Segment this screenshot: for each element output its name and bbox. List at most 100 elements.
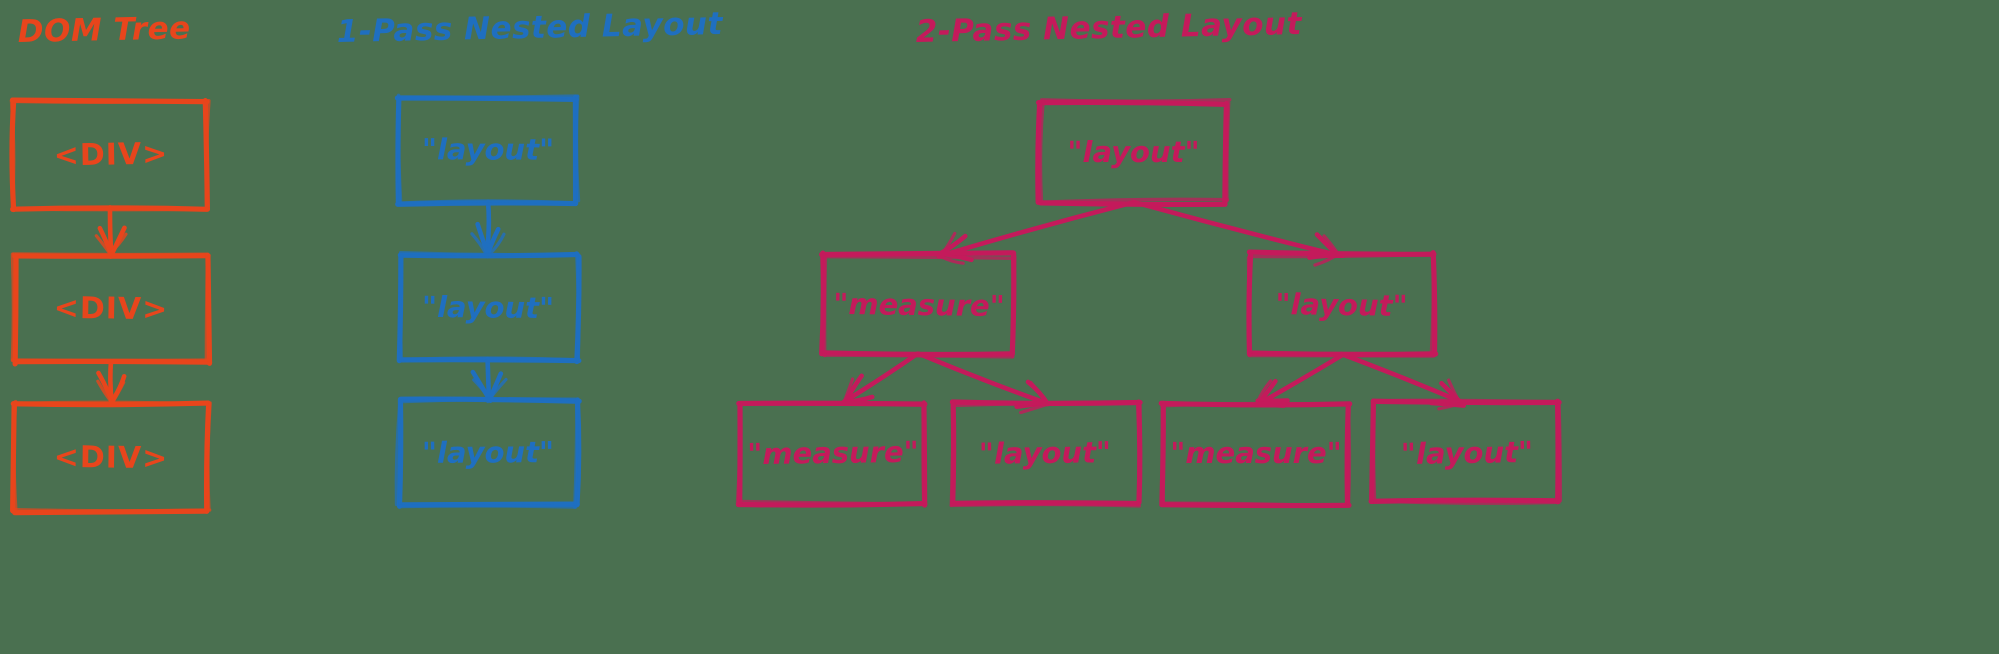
box-stroke: [949, 502, 1142, 508]
column-two-pass-nested-layout: 2-Pass Nested Layout"layout""measure""la…: [735, 6, 1563, 509]
column-title-one-pass-nested-layout: 1-Pass Nested Layout: [336, 6, 723, 50]
box-stroke: [1371, 499, 1561, 505]
arrow-head-stroke: [96, 379, 113, 403]
node-label-root: "layout": [1067, 135, 1199, 169]
box-stroke: [398, 250, 579, 257]
node-box-root: [1035, 97, 1232, 208]
node-box-leaf-1: [735, 400, 928, 508]
box-stroke: [1038, 197, 1230, 204]
box-stroke: [396, 199, 578, 205]
node-dom-tree-node-0[interactable]: <DIV>: [9, 97, 211, 213]
box-stroke: [10, 252, 16, 363]
edge-mid-r-to-leaf-3: [1255, 353, 1344, 409]
box-stroke: [204, 252, 210, 362]
box-stroke: [735, 403, 742, 505]
arrow-one-pass-nested-layout-0: [470, 199, 506, 259]
box-stroke: [1011, 254, 1017, 359]
column-title-dom-tree: DOM Tree: [17, 10, 191, 50]
box-stroke: [822, 353, 1014, 359]
box-stroke: [12, 253, 19, 367]
box-stroke: [12, 399, 18, 513]
box-stroke: [398, 252, 404, 363]
box-stroke: [952, 401, 1140, 408]
node-label-leaf-3: "measure": [1170, 436, 1342, 470]
box-stroke: [398, 397, 577, 404]
box-stroke: [9, 98, 16, 212]
node-two-pass-nested-layout-mid-l[interactable]: "measure": [819, 250, 1017, 359]
node-box-node-1: [10, 252, 213, 367]
box-stroke: [822, 254, 1016, 260]
arrow-one-pass-nested-layout-1: [470, 356, 508, 404]
box-stroke: [1037, 200, 1228, 208]
box-stroke: [1346, 402, 1352, 506]
box-stroke: [822, 254, 828, 358]
box-stroke: [1225, 100, 1231, 203]
node-label-leaf-1: "measure": [747, 435, 919, 471]
box-stroke: [12, 98, 208, 104]
box-stroke: [574, 251, 581, 360]
node-label-mid-l: "measure": [833, 287, 1005, 323]
box-stroke: [12, 252, 210, 257]
node-label-node-0: <DIV>: [53, 137, 168, 174]
arrow-dom-tree-1: [96, 359, 127, 407]
node-box-node-2: [394, 396, 582, 509]
column-dom-tree: DOM Tree <DIV> <DIV> <DIV>: [9, 10, 213, 516]
node-label-mid-r: "layout": [1275, 287, 1408, 323]
node-box-leaf-4: [1368, 398, 1563, 505]
node-label-node-2: <DIV>: [54, 440, 169, 476]
box-stroke: [738, 499, 928, 506]
arrow-shaft: [936, 200, 1135, 259]
node-label-node-1: <DIV>: [53, 291, 168, 328]
node-box-leaf-2: [949, 399, 1143, 508]
node-box-node-0: [9, 97, 211, 213]
box-stroke: [1371, 399, 1377, 503]
arrow-shaft: [1131, 199, 1342, 258]
box-stroke: [573, 398, 579, 509]
node-label-node-1: "layout": [422, 290, 554, 325]
box-stroke: [1038, 99, 1045, 203]
box-stroke: [1429, 255, 1436, 357]
node-two-pass-nested-layout-leaf-1[interactable]: "measure": [735, 400, 928, 508]
node-box-node-1: [396, 250, 582, 365]
node-one-pass-nested-layout-node-2[interactable]: "layout": [394, 396, 582, 509]
node-two-pass-nested-layout-mid-r[interactable]: "layout": [1246, 249, 1439, 358]
box-stroke: [1162, 501, 1350, 508]
box-stroke: [1136, 404, 1142, 507]
node-two-pass-nested-layout-root[interactable]: "layout": [1035, 97, 1232, 208]
node-two-pass-nested-layout-leaf-3[interactable]: "measure": [1158, 400, 1353, 509]
box-stroke: [396, 93, 403, 203]
node-label-leaf-2: "layout": [979, 435, 1112, 471]
node-box-mid-r: [1246, 249, 1439, 358]
node-box-leaf-3: [1158, 400, 1353, 509]
node-dom-tree-node-2[interactable]: <DIV>: [10, 399, 212, 516]
box-stroke: [399, 356, 581, 362]
column-one-pass-nested-layout: 1-Pass Nested Layout "layout" "layout" "lay…: [336, 6, 724, 509]
node-box-node-2: [10, 399, 212, 516]
box-stroke: [1222, 100, 1230, 207]
box-stroke: [949, 401, 956, 508]
box-stroke: [819, 250, 1015, 258]
node-two-pass-nested-layout-leaf-2[interactable]: "layout": [949, 399, 1143, 508]
arrow-head-stroke: [472, 378, 491, 400]
node-label-node-0: "layout": [422, 132, 554, 166]
box-stroke: [1035, 99, 1043, 205]
node-dom-tree-node-1[interactable]: <DIV>: [10, 252, 213, 367]
node-box-mid-l: [819, 250, 1017, 359]
box-stroke: [206, 401, 212, 512]
node-label-node-2: "layout": [422, 435, 554, 470]
box-stroke: [11, 508, 212, 513]
arrow-head-stroke: [1255, 379, 1273, 405]
node-two-pass-nested-layout-leaf-4[interactable]: "layout": [1368, 398, 1563, 505]
box-stroke: [14, 400, 210, 406]
box-stroke: [1160, 401, 1352, 408]
arrow-shaft: [916, 351, 1050, 406]
node-box-node-0: [394, 93, 581, 207]
box-stroke: [397, 504, 578, 509]
box-stroke: [394, 400, 402, 507]
node-one-pass-nested-layout-node-1[interactable]: "layout": [396, 250, 582, 365]
node-label-leaf-4: "layout": [1401, 435, 1534, 471]
box-stroke: [1161, 403, 1166, 507]
node-one-pass-nested-layout-node-0[interactable]: "layout": [394, 93, 581, 207]
